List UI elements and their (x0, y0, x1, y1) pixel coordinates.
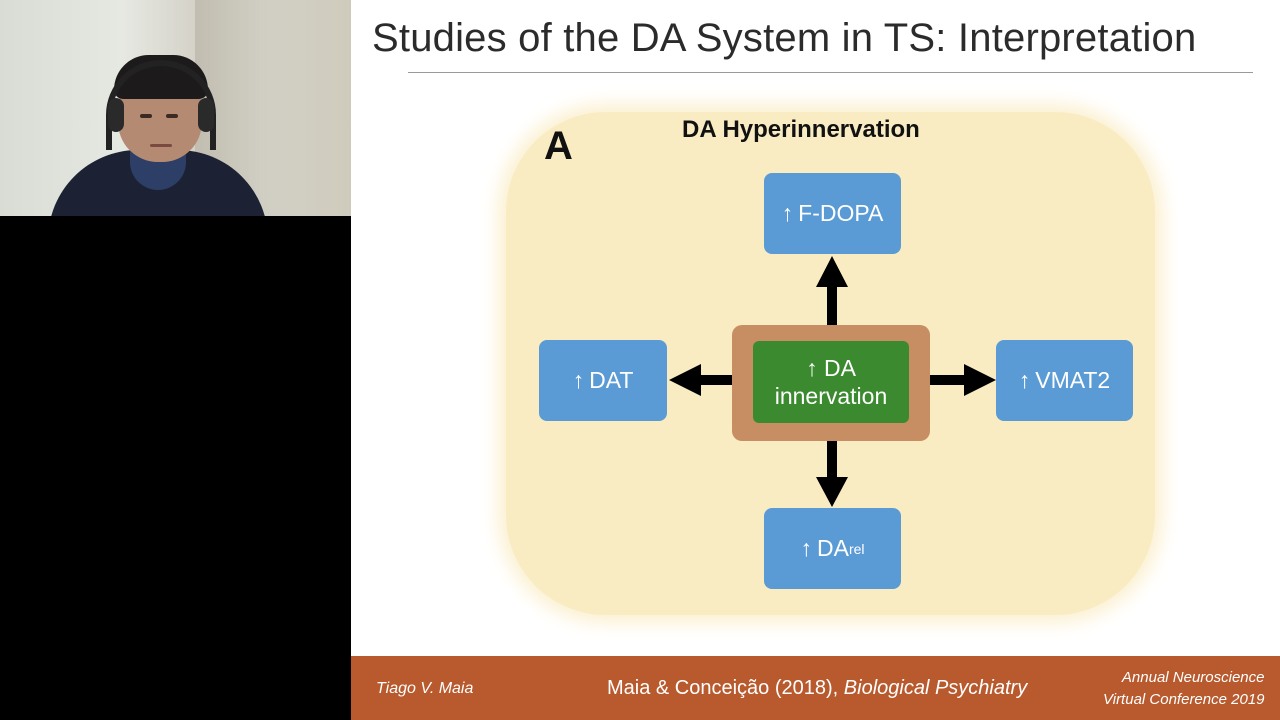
footer-citation-authors: Maia & Conceição (2018), (607, 677, 844, 699)
arrow-to-left-node (669, 364, 732, 396)
presenter-panel (0, 0, 351, 720)
presentation-slide: Studies of the DA System in TS: Interpre… (351, 0, 1280, 720)
node-vmat2-label: VMAT2 (1035, 367, 1111, 393)
headset-earcup-right (198, 98, 214, 132)
footer-journal: Biological Psychiatry (843, 677, 1028, 699)
node-da-release-label: DA (816, 535, 849, 561)
node-dat: ↑ DAT (539, 340, 667, 421)
slide-title: Studies of the DA System in TS: Interpre… (372, 16, 1197, 60)
node-vmat2: ↑ VMAT2 (996, 340, 1133, 421)
footer-conference-line1: Annual Neuroscience (1121, 669, 1265, 686)
node-f-dopa: ↑ F-DOPA (764, 173, 901, 254)
arrow-to-right-node (930, 364, 996, 396)
footer-citation: Maia & Conceição (2018), Biological Psyc… (607, 677, 1027, 700)
presenter-mouth (150, 144, 172, 147)
node-da-release-subscript: rel (848, 540, 865, 557)
center-node-line1: ↑ DA (806, 354, 856, 382)
footer-author: Tiago V. Maia (376, 680, 474, 697)
increase-arrow-icon: ↑ (806, 355, 818, 381)
presenter-eye-right (166, 114, 178, 118)
title-divider (408, 72, 1253, 73)
presenter-webcam-video (0, 0, 351, 216)
slide-footer: Tiago V. Maia Maia & Conceição (2018), B… (351, 656, 1280, 720)
arrow-to-top-node (816, 256, 848, 325)
increase-arrow-icon: ↑ (1018, 367, 1031, 393)
node-f-dopa-label: F-DOPA (798, 200, 884, 226)
diagram-arrows (669, 256, 996, 507)
center-node-da-innervation: ↑ DA innervation (753, 341, 909, 423)
figure-panel-letter: A (544, 124, 573, 168)
increase-arrow-icon: ↑ (781, 200, 794, 226)
center-node-line2: innervation (774, 383, 888, 409)
presenter-eye-left (140, 114, 152, 118)
increase-arrow-icon: ↑ (800, 535, 812, 561)
footer-conference: Annual Neuroscience Virtual Conference 2… (1103, 667, 1265, 711)
node-dat-label: DAT (589, 367, 634, 393)
figure-heading: DA Hyperinnervation (682, 116, 920, 143)
headset-earcup-left (108, 98, 124, 132)
center-node-da-label: DA (823, 355, 856, 381)
footer-conference-line2: Virtual Conference 2019 (1103, 691, 1265, 708)
arrow-to-bottom-node (816, 441, 848, 507)
increase-arrow-icon: ↑ (572, 367, 585, 393)
